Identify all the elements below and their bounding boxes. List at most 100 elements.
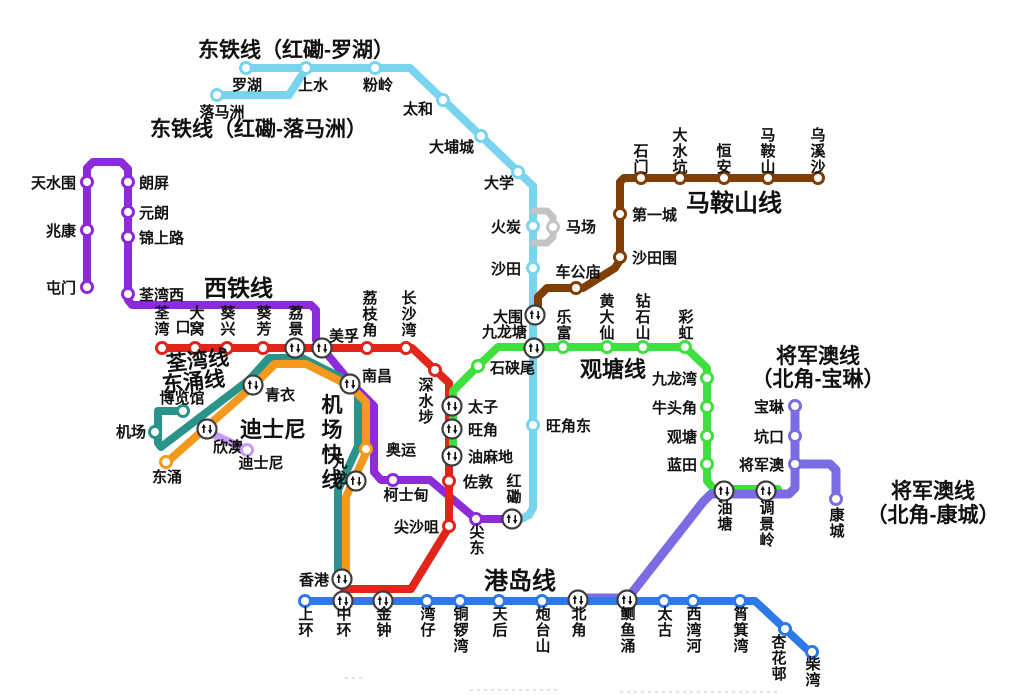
station-lo-wu[interactable] — [239, 61, 253, 75]
station-dot — [386, 473, 400, 487]
station-hang-hau[interactable] — [788, 429, 802, 443]
station-label-nam-cheong: 南昌 — [362, 367, 392, 385]
station-north-point[interactable] — [567, 589, 589, 611]
station-lohas-park[interactable] — [829, 492, 843, 506]
station-university[interactable] — [511, 165, 525, 179]
station-admiralty[interactable] — [372, 590, 394, 612]
station-tin-shui-wai[interactable] — [80, 175, 94, 189]
station-sheung-shui[interactable] — [299, 61, 313, 75]
station-east-tsim-sha-tsui[interactable] — [469, 512, 483, 526]
station-label-tsim-sha-tsui: 尖沙咀 — [394, 518, 439, 536]
station-kowloon[interactable] — [345, 470, 367, 492]
station-lok-ma-chau[interactable] — [210, 88, 224, 102]
station-nam-cheong[interactable] — [339, 373, 361, 395]
station-sham-shui-po[interactable] — [428, 363, 442, 377]
station-hung-hom[interactable] — [501, 508, 523, 530]
station-dot — [360, 341, 374, 355]
station-yuen-long[interactable] — [121, 205, 135, 219]
station-tuen-mun[interactable] — [80, 280, 94, 294]
station-chai-wan[interactable] — [805, 645, 819, 659]
station-tsuen-wan[interactable] — [155, 341, 169, 355]
station-label-heng-fa-chuen: 杏花邨 — [770, 633, 787, 683]
station-tai-wo-hau[interactable] — [188, 341, 202, 355]
station-fortress-hill[interactable] — [535, 594, 549, 608]
station-dot — [121, 230, 135, 244]
station-dot — [239, 61, 253, 75]
station-mong-kok[interactable] — [441, 418, 463, 440]
station-causeway-bay[interactable] — [453, 594, 467, 608]
station-lam-tin[interactable] — [700, 457, 714, 471]
station-olympic[interactable] — [359, 442, 373, 456]
station-tsim-sha-tsui[interactable] — [442, 519, 456, 533]
station-ma-on-shan[interactable] — [761, 171, 775, 185]
station-tseung-kwan-o[interactable] — [788, 457, 802, 471]
station-sunny-bay[interactable] — [196, 418, 218, 440]
station-yau-tong[interactable] — [713, 480, 735, 502]
station-kwun-tong[interactable] — [700, 429, 714, 443]
station-diamond-hill[interactable] — [636, 340, 650, 354]
station-shek-kip-mei[interactable] — [471, 359, 485, 373]
up-arrowhead-icon — [316, 342, 321, 347]
station-kwai-hing[interactable] — [220, 341, 234, 355]
station-city-one[interactable] — [613, 207, 627, 221]
station-tsing-yi[interactable] — [242, 374, 264, 396]
interchange-icon — [284, 337, 306, 359]
station-dot — [636, 340, 650, 354]
station-quarry-bay[interactable] — [616, 589, 638, 611]
station-cheung-sha-wan[interactable] — [399, 341, 413, 355]
station-prince-edward[interactable] — [441, 395, 463, 417]
station-austin[interactable] — [386, 473, 400, 487]
station-tai-koo[interactable] — [657, 594, 671, 608]
station-dot — [159, 455, 173, 469]
station-heng-fa-chuen[interactable] — [778, 622, 792, 636]
station-kwai-fong[interactable] — [256, 341, 270, 355]
station-kam-sheung-road[interactable] — [121, 230, 135, 244]
station-che-kung-temple[interactable] — [569, 281, 583, 295]
station-label-hang-hau: 坑口 — [754, 428, 784, 446]
station-tai-wai[interactable] — [524, 304, 546, 326]
station-lok-fu[interactable] — [556, 340, 570, 354]
station-fanling[interactable] — [368, 61, 382, 75]
station-fo-tan[interactable] — [526, 219, 540, 233]
station-sha-tin-wai[interactable] — [613, 250, 627, 264]
station-wan-chai[interactable] — [420, 594, 434, 608]
station-ngau-tau-kok[interactable] — [700, 400, 714, 414]
station-mong-kok-east[interactable] — [526, 418, 540, 432]
station-dot — [256, 341, 270, 355]
station-kowloon-bay[interactable] — [700, 371, 714, 385]
station-tai-po-market[interactable] — [474, 129, 488, 143]
station-heng-on[interactable] — [717, 171, 731, 185]
station-asiaworld-expo[interactable] — [176, 404, 190, 418]
station-mei-foo[interactable] — [311, 337, 333, 359]
station-jordan[interactable] — [442, 474, 456, 488]
station-tiu-keng-leng[interactable] — [755, 480, 777, 502]
station-yau-ma-tei[interactable] — [441, 445, 463, 467]
station-siu-hong[interactable] — [80, 223, 94, 237]
station-po-lam[interactable] — [788, 399, 802, 413]
station-label-disneyland-resort: 迪士尼 — [238, 454, 283, 472]
station-kowloon-tong[interactable] — [523, 337, 545, 359]
station-racecourse[interactable] — [546, 220, 560, 234]
station-tung-chung[interactable] — [159, 455, 173, 469]
station-lai-king[interactable] — [284, 337, 306, 359]
station-tin-hau[interactable] — [492, 594, 506, 608]
station-tai-shui-hang[interactable] — [673, 171, 687, 185]
station-wong-tai-sin[interactable] — [600, 340, 614, 354]
station-shau-kei-wan[interactable] — [733, 594, 747, 608]
station-wu-kai-sha[interactable] — [811, 171, 825, 185]
station-label-tsing-yi: 青衣 — [265, 386, 295, 404]
station-central[interactable] — [332, 590, 354, 612]
station-choi-hung[interactable] — [678, 340, 692, 354]
station-airport[interactable] — [148, 425, 162, 439]
station-tsuen-wan-west[interactable] — [121, 287, 135, 301]
station-hong-kong[interactable] — [331, 568, 353, 590]
station-disneyland-resort[interactable] — [240, 443, 254, 457]
station-sha-tin[interactable] — [526, 261, 540, 275]
station-long-ping[interactable] — [121, 175, 135, 189]
station-sheung-wan[interactable] — [298, 594, 312, 608]
interchange-icon — [441, 418, 463, 440]
station-shek-mun[interactable] — [634, 171, 648, 185]
station-lai-chi-kok[interactable] — [360, 341, 374, 355]
station-sai-wan-ho[interactable] — [686, 594, 700, 608]
station-tai-wo[interactable] — [436, 93, 450, 107]
